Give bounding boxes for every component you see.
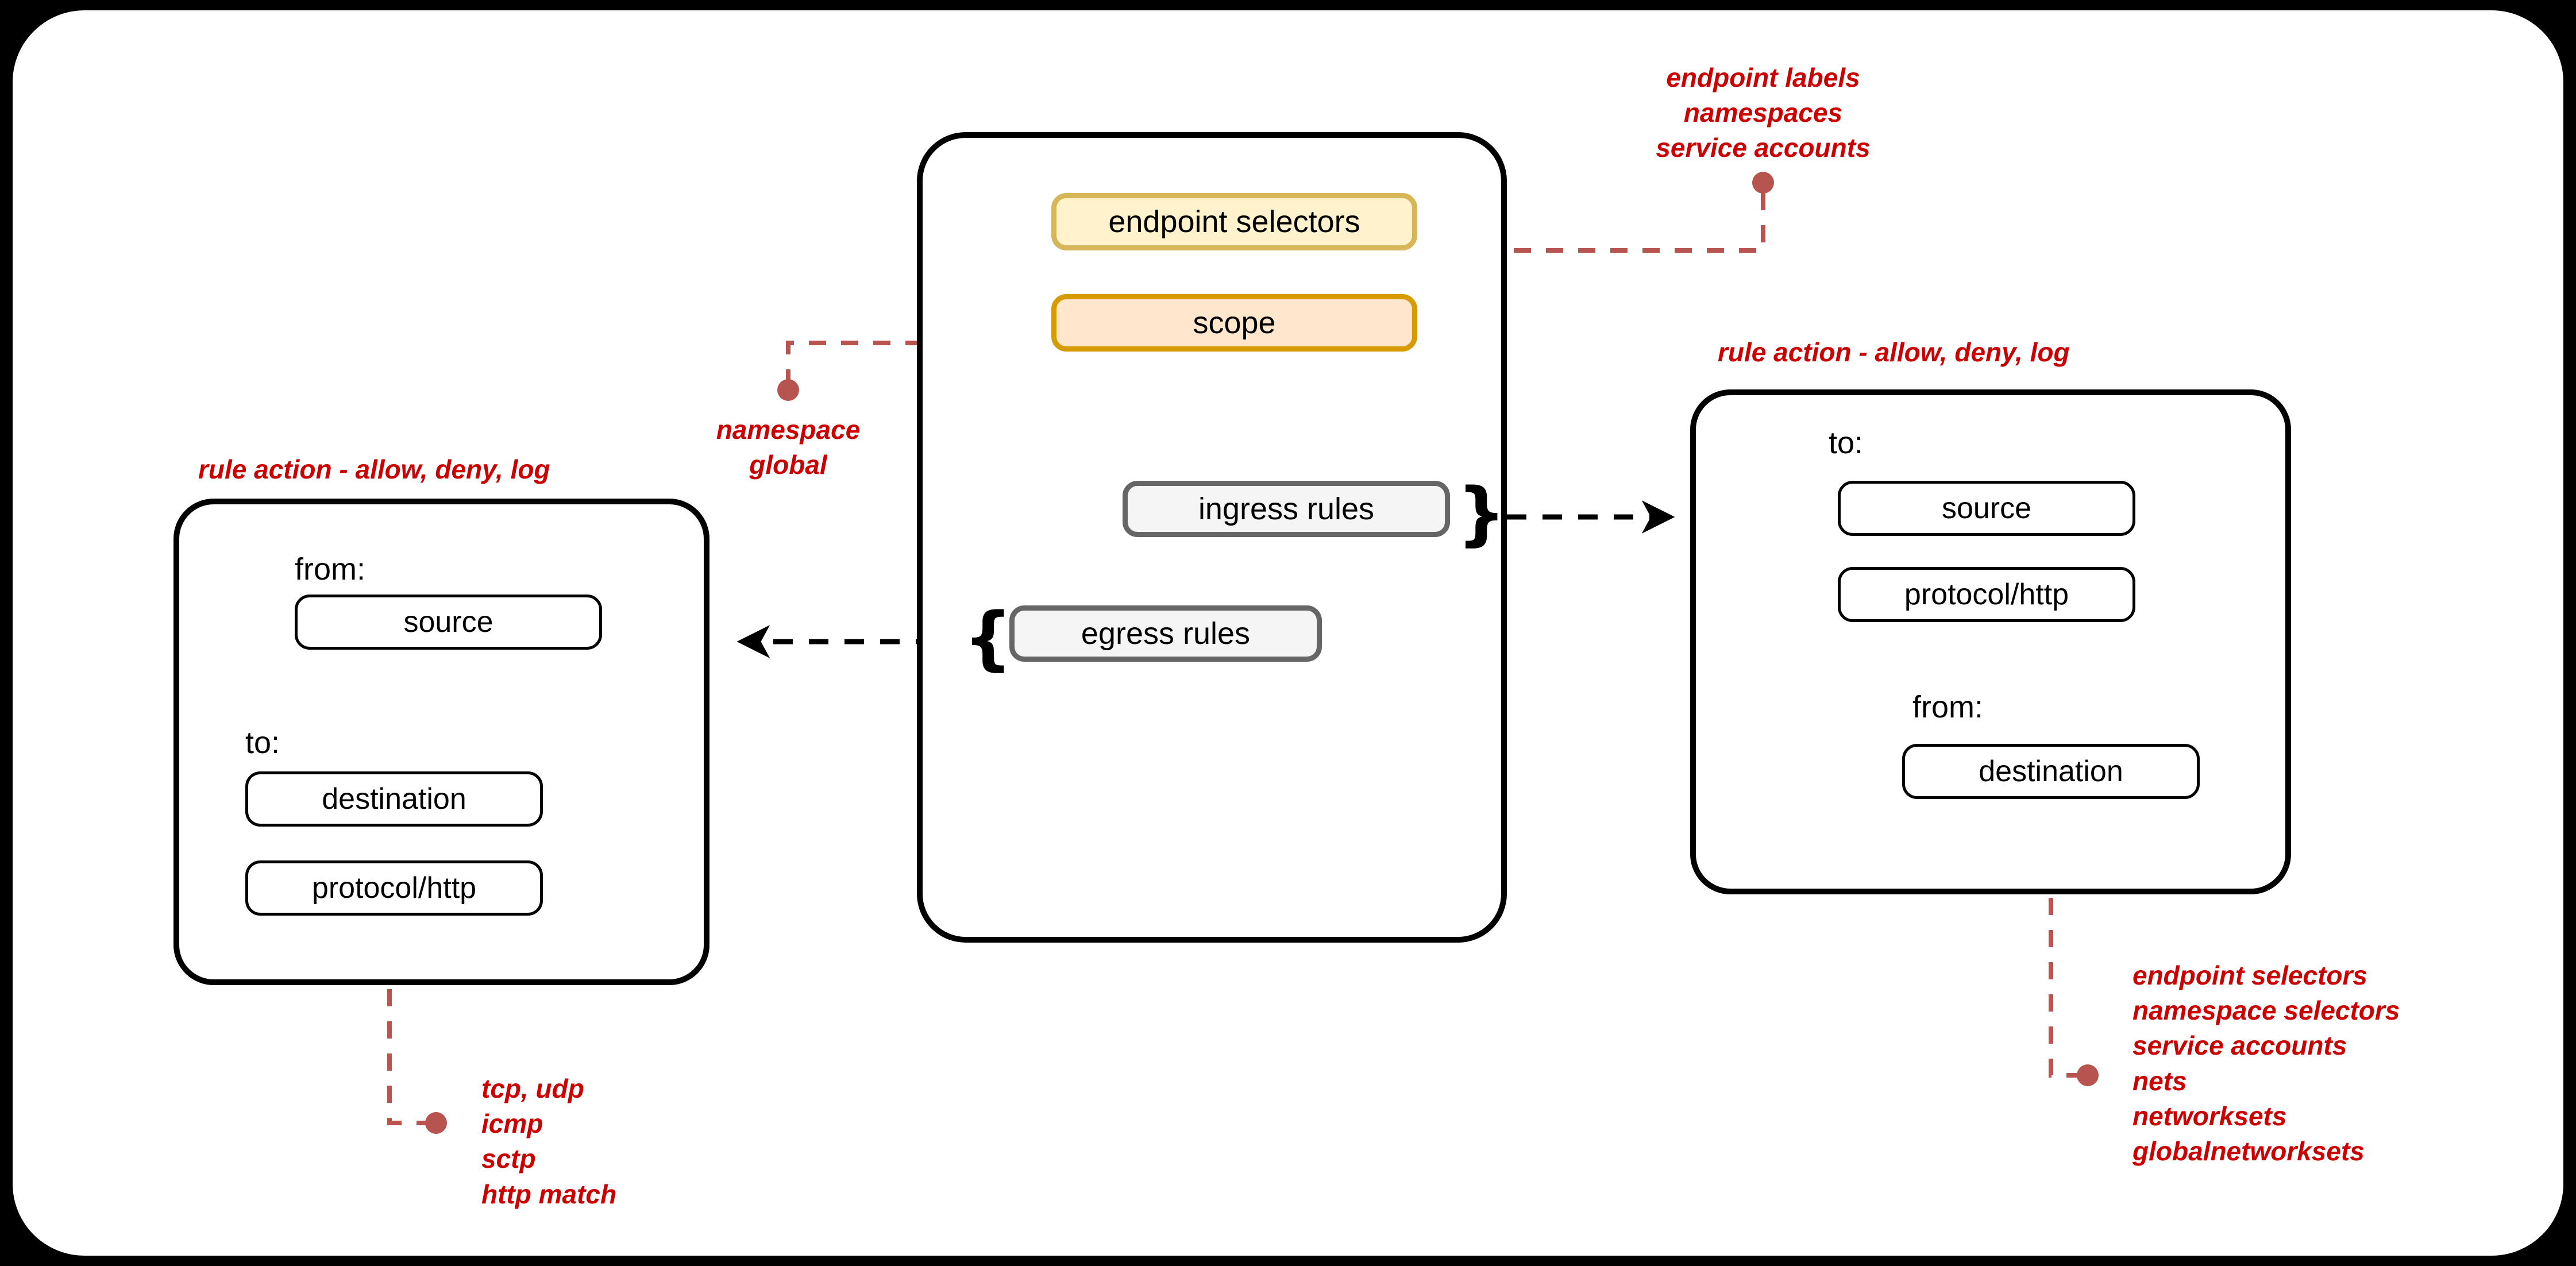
ingress-rule-action-annotation: rule action - allow, deny, log <box>1718 337 2070 367</box>
egress-from-label: from: <box>295 552 366 586</box>
ingress-brace: } <box>1457 474 1506 554</box>
egress-from-source-box[interactable]: source <box>295 595 602 650</box>
endpoint-selectors-note: endpoint labels namespaces service accou… <box>1656 63 1871 163</box>
endpoint-selectors-box[interactable]: endpoint selectors <box>1051 193 1417 250</box>
scope-note: namespace global <box>716 415 861 480</box>
egress-rules-box[interactable]: egress rules <box>1009 605 1322 662</box>
egress-to-protocol-box[interactable]: protocol/http <box>245 860 543 916</box>
ingress-to-source-box[interactable]: source <box>1838 481 2135 536</box>
ingress-to-label: to: <box>1829 426 1864 460</box>
policy-container <box>917 132 1507 943</box>
destination-note: endpoint selectors namespace selectors s… <box>2132 960 2400 1166</box>
ingress-from-destination-box[interactable]: destination <box>1902 744 2200 799</box>
ingress-from-label: from: <box>1912 690 1984 724</box>
egress-brace: { <box>963 599 1013 678</box>
scope-box[interactable]: scope <box>1051 294 1417 352</box>
egress-to-destination-box[interactable]: destination <box>245 771 543 827</box>
ingress-rules-box[interactable]: ingress rules <box>1123 481 1450 537</box>
egress-to-label: to: <box>245 725 280 760</box>
protocol-note: tcp, udp icmp sctp http match <box>481 1074 617 1209</box>
egress-rule-action-annotation: rule action - allow, deny, log <box>198 454 550 484</box>
ingress-rule-container <box>1690 389 2291 894</box>
ingress-to-protocol-box[interactable]: protocol/http <box>1838 567 2135 622</box>
